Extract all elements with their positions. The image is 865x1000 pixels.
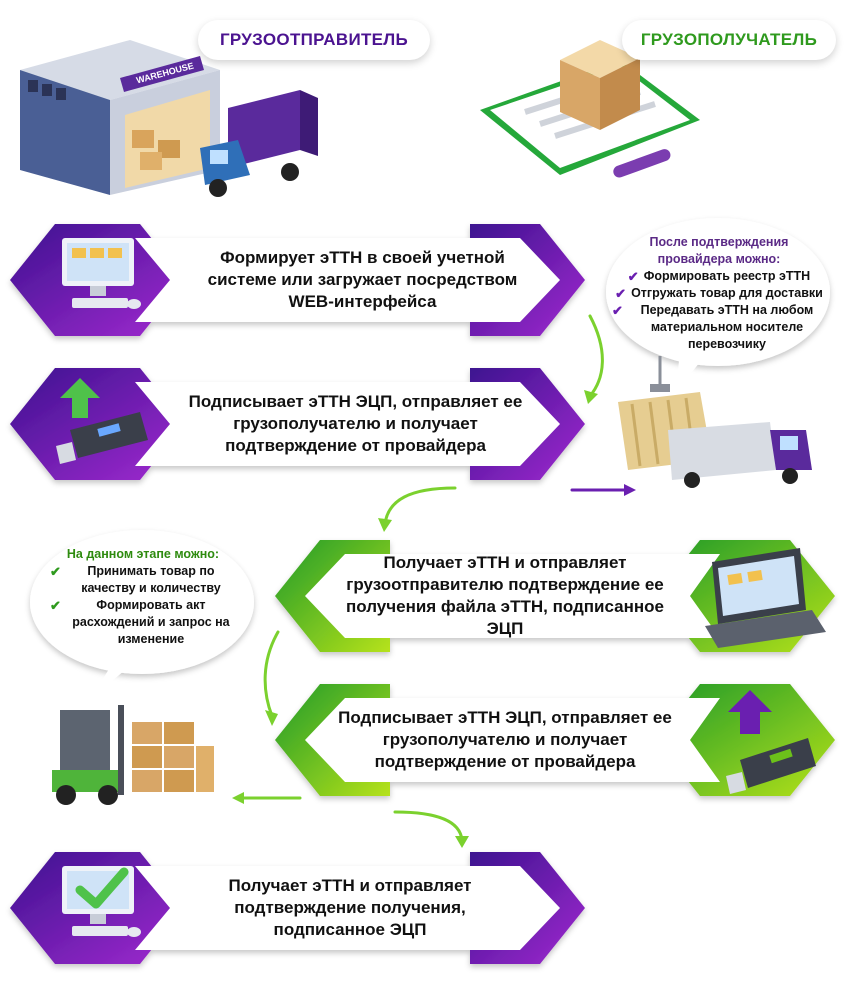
check-icon: ✔: [50, 564, 61, 579]
sender-label: ГРУЗООТПРАВИТЕЛЬ: [198, 20, 430, 60]
monitor-icon: [62, 238, 141, 309]
step-1-text: Формирует эТТН в своей учетной системе и…: [190, 238, 535, 322]
container-truck-illustration: [618, 356, 812, 488]
clipboard-box-illustration: [480, 40, 700, 178]
bubble-stage-item-text: Принимать товар по качеству и количеству: [81, 564, 221, 595]
bubble-provider-item-text: Отгружать товар для доставки: [631, 286, 823, 300]
check-icon: ✔: [50, 598, 61, 613]
bubble-provider-item: ✔ Формировать реестр эТТН: [612, 268, 826, 285]
step-2-label: Подписывает эТТН ЭЦП, отправляет ее груз…: [188, 392, 523, 455]
bubble-stage-item: ✔ Принимать товар по качеству и количест…: [50, 563, 236, 597]
step-5-text: Получает эТТН и отправляет подтверждение…: [180, 866, 520, 950]
bubble-provider-item: ✔ Отгружать товар для доставки: [612, 285, 826, 302]
bubble-provider-shape: [606, 218, 830, 392]
bubble-provider-title: После подтверждения провайдера можно:: [649, 235, 789, 266]
monitor-check-icon: [62, 866, 141, 937]
bubble-stage-item: ✔ Формировать акт расхождений и запрос н…: [50, 597, 236, 648]
bubble-provider-item-text: Передавать эТТН на любом материальном но…: [640, 303, 814, 351]
laptop-icon: [705, 548, 826, 648]
forklift-illustration: [52, 705, 214, 805]
step-2-text: Подписывает эТТН ЭЦП, отправляет ее груз…: [178, 382, 533, 466]
bubble-stage-shape: [30, 530, 254, 700]
check-icon: ✔: [627, 269, 639, 284]
step-1-label: Формирует эТТН в своей учетной системе и…: [207, 248, 518, 311]
usb-key-upload-icon-2: [726, 690, 816, 794]
sender-label-text: ГРУЗООТПРАВИТЕЛЬ: [219, 30, 409, 49]
truck-illustration: [200, 90, 318, 197]
bubble-stage-title: На данном этапе можно:: [66, 547, 220, 561]
receiver-label-text: ГРУЗОПОЛУЧАТЕЛЬ: [640, 30, 818, 49]
bubble-provider-item-text: Формировать реестр эТТН: [643, 269, 811, 283]
receiver-label: ГРУЗОПОЛУЧАТЕЛЬ: [622, 20, 836, 60]
check-icon: ✔: [615, 286, 627, 301]
step-4-text: Подписывает эТТН ЭЦП, отправляет ее груз…: [330, 698, 680, 782]
step-5-label: Получает эТТН и отправляет подтверждение…: [228, 876, 472, 939]
step-3-label: Получает эТТН и отправляет грузоотправит…: [345, 553, 664, 638]
bubble-stage: На данном этапе можно: ✔ Принимать товар…: [50, 546, 236, 648]
warehouse-illustration: [20, 40, 220, 195]
bubble-provider: После подтверждения провайдера можно: ✔ …: [612, 234, 826, 353]
usb-key-upload-icon: [56, 378, 148, 464]
flow-arrows: [232, 314, 636, 848]
bubble-stage-item-text: Формировать акт расхождений и запрос на …: [72, 598, 230, 646]
step-3-text: Получает эТТН и отправляет грузоотправит…: [330, 553, 680, 638]
check-icon: ✔: [612, 303, 623, 318]
bubble-provider-item: ✔ Передавать эТТН на любом материальном …: [612, 302, 826, 353]
step-4-label: Подписывает эТТН ЭЦП, отправляет ее груз…: [338, 708, 672, 771]
step-5-shape: [10, 852, 585, 964]
